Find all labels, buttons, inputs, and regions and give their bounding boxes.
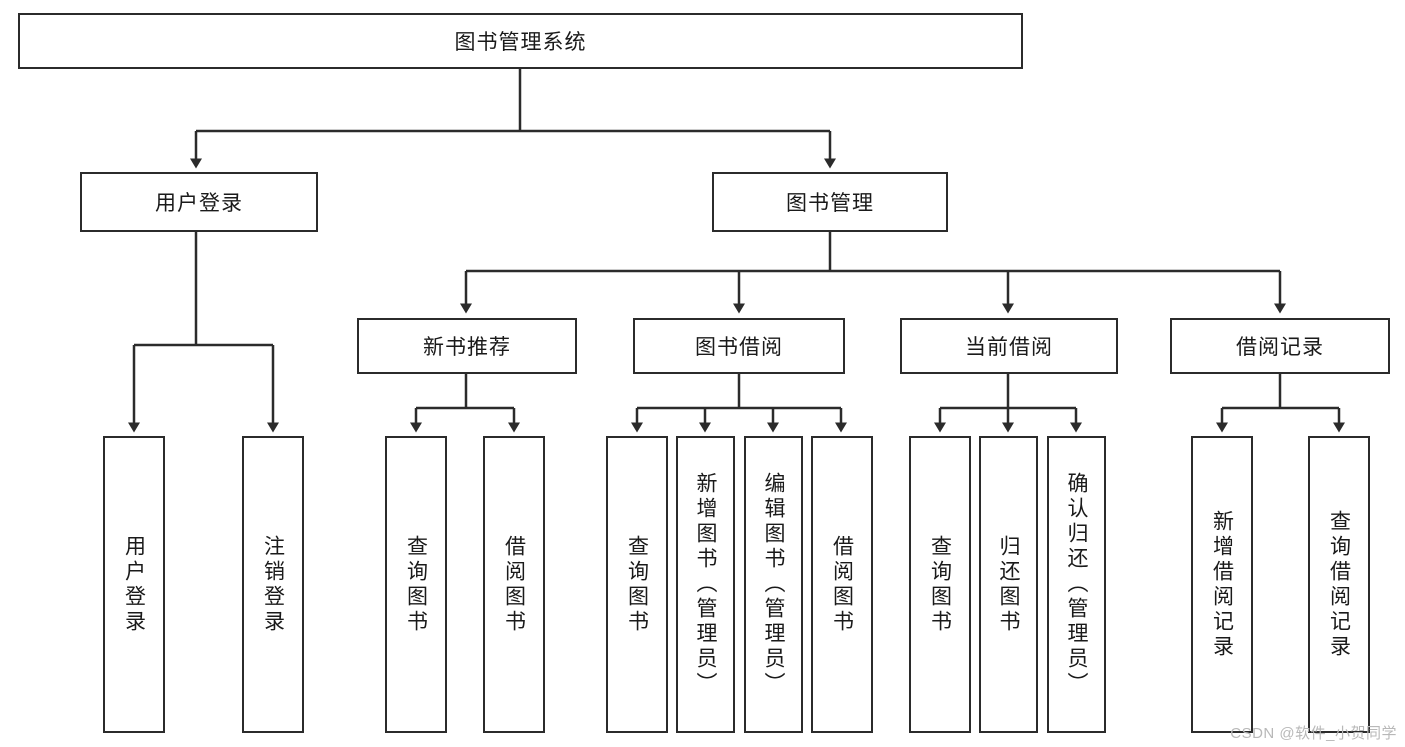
leaf-user-login-logout[interactable]: 注销登录 [242,436,304,733]
node-book-borrow[interactable]: 图书借阅 [633,318,845,374]
leaf-new-book-query-book[interactable]: 查询图书 [385,436,447,733]
node-current-borrow[interactable]: 当前借阅 [900,318,1118,374]
node-root-book-management-system[interactable]: 图书管理系统 [18,13,1023,69]
node-borrow-record[interactable]: 借阅记录 [1170,318,1390,374]
leaf-current-query-book[interactable]: 查询图书 [909,436,971,733]
leaf-borrow-add-book-admin[interactable]: 新增图书（管理员） [676,436,735,733]
leaf-new-book-borrow-book[interactable]: 借阅图书 [483,436,545,733]
leaf-label: 确认归还（管理员） [1065,472,1088,697]
leaf-label: 编辑图书（管理员） [762,472,785,697]
leaf-record-add-borrow-record[interactable]: 新增借阅记录 [1191,436,1253,733]
leaf-label: 借阅图书 [830,534,854,635]
leaf-label: 查询图书 [404,534,428,635]
csdn-watermark: CSDN @软件_小贺同学 [1230,725,1397,742]
node-book-management[interactable]: 图书管理 [712,172,948,232]
leaf-current-return-book[interactable]: 归还图书 [979,436,1038,733]
leaf-current-confirm-return-admin[interactable]: 确认归还（管理员） [1047,436,1106,733]
leaf-label: 借阅图书 [502,534,526,635]
leaf-label: 用户登录 [122,534,146,635]
leaf-label: 新增借阅记录 [1210,509,1234,660]
leaf-user-login-login[interactable]: 用户登录 [103,436,165,733]
leaf-borrow-query-book[interactable]: 查询图书 [606,436,668,733]
leaf-label: 查询图书 [625,534,649,635]
leaf-label: 归还图书 [997,534,1020,635]
leaf-label: 注销登录 [261,534,285,635]
leaf-borrow-borrow-book[interactable]: 借阅图书 [811,436,873,733]
leaf-label: 新增图书（管理员） [694,472,717,697]
leaf-label: 查询借阅记录 [1327,509,1351,660]
leaf-label: 查询图书 [928,534,952,635]
node-user-login[interactable]: 用户登录 [80,172,318,232]
node-new-book-recommend[interactable]: 新书推荐 [357,318,577,374]
leaf-record-query-borrow-record[interactable]: 查询借阅记录 [1308,436,1370,733]
leaf-borrow-edit-book-admin[interactable]: 编辑图书（管理员） [744,436,803,733]
